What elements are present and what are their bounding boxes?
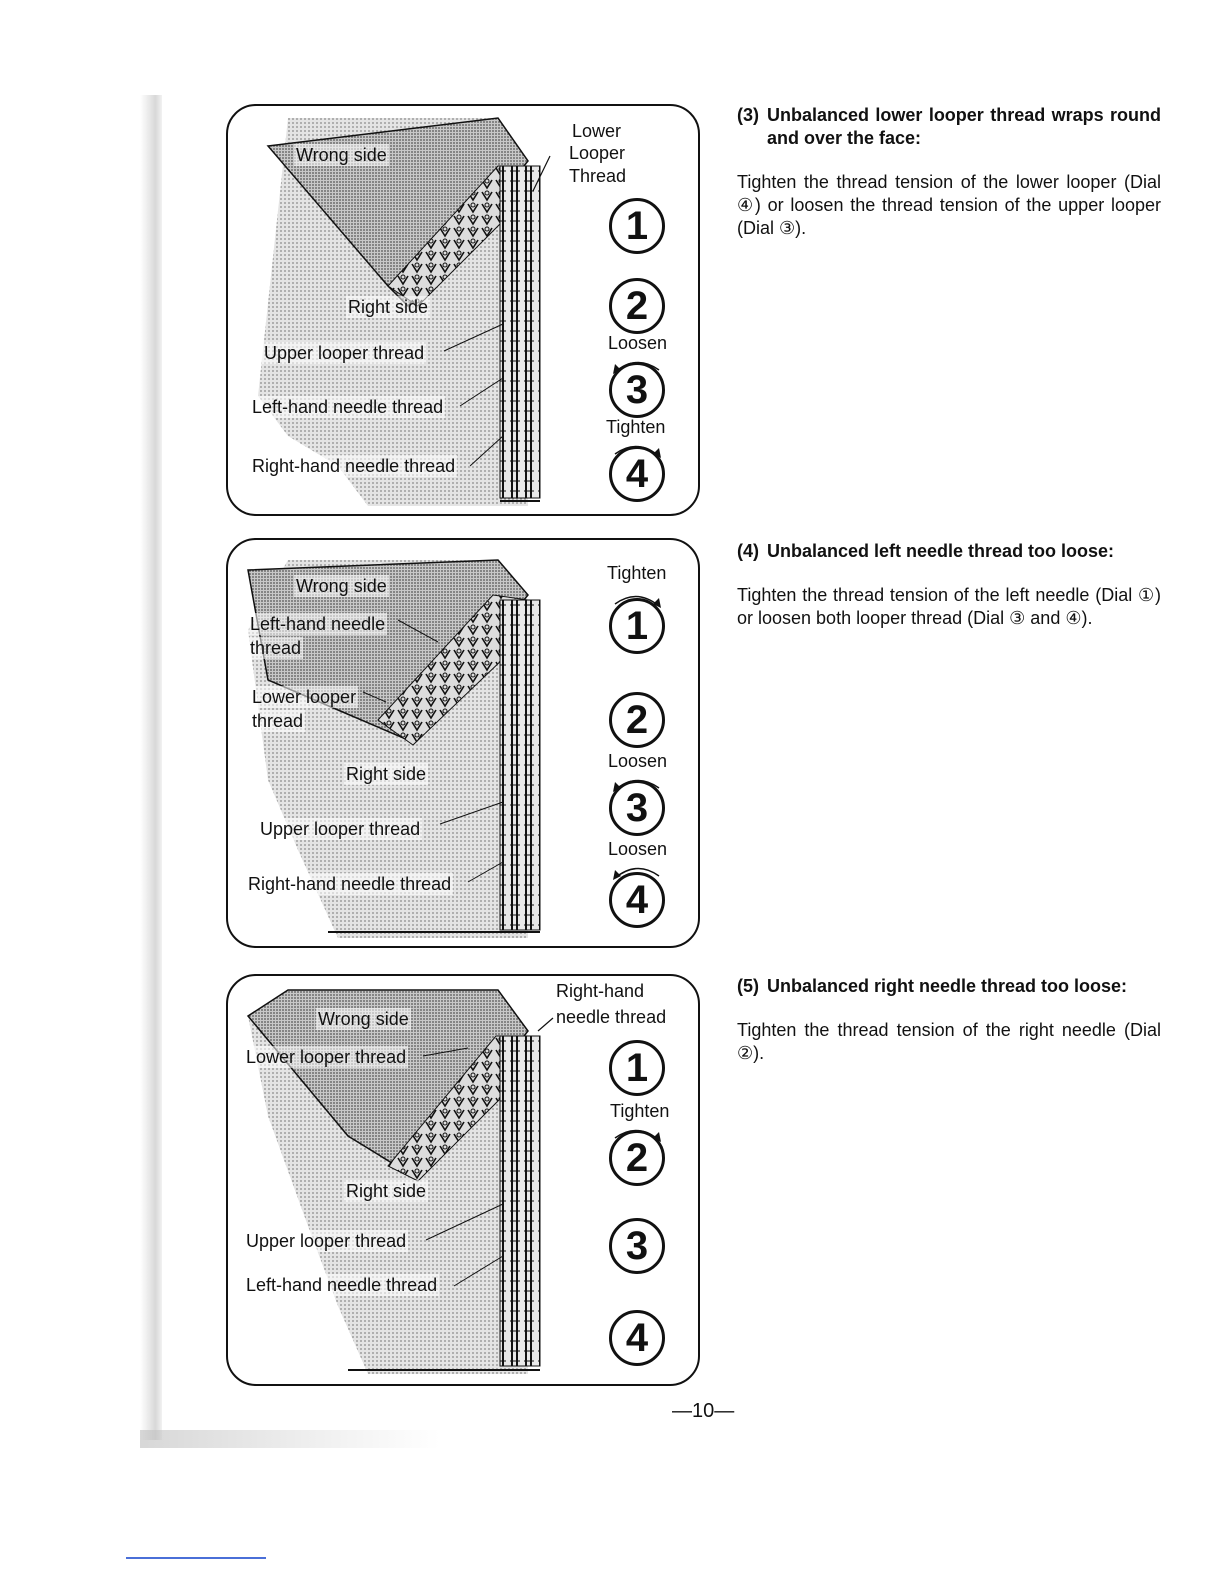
label-upper-looper-thread: Upper looper thread: [244, 1230, 408, 1252]
label-lower-looper-thread-1: Lower looper: [250, 686, 358, 708]
dial-1: 1: [609, 1040, 665, 1096]
dial-2: 2: [609, 1130, 665, 1186]
label-right-side: Right side: [344, 1180, 428, 1202]
dial-2: 2: [609, 278, 665, 334]
section-body: Tighten the thread tension of the right …: [737, 1019, 1161, 1065]
dial-2-adjust-label: Tighten: [610, 1100, 669, 1122]
section-heading-text: Unbalanced lower looper thread wraps rou…: [767, 104, 1161, 150]
section-number: (5): [737, 975, 767, 998]
dial-4-adjust-label: Loosen: [608, 838, 667, 860]
section-4: (4) Unbalanced left needle thread too lo…: [737, 540, 1161, 630]
label-wrong-side: Wrong side: [294, 575, 389, 597]
dial-3: 3: [609, 362, 665, 418]
dial-1: 1: [609, 198, 665, 254]
label-upper-looper-thread: Upper looper thread: [262, 342, 426, 364]
label-left-needle-thread-2: thread: [248, 637, 303, 659]
label-wrong-side: Wrong side: [316, 1008, 411, 1030]
label-upper-looper-thread: Upper looper thread: [258, 818, 422, 840]
section-5: (5) Unbalanced right needle thread too l…: [737, 975, 1161, 1065]
section-heading: (4) Unbalanced left needle thread too lo…: [737, 540, 1161, 563]
label-right-needle-thread: Right-hand needle thread: [246, 873, 453, 895]
footer-rule: [126, 1557, 266, 1559]
section-body: Tighten the thread tension of the left n…: [737, 584, 1161, 630]
dial-1-adjust-label: Tighten: [607, 562, 666, 584]
dial-2: 2: [609, 692, 665, 748]
label-lower-looper-thread: Lower looper thread: [244, 1046, 408, 1068]
label-lower-looper-thread-1: Lower: [572, 120, 621, 142]
dial-3-adjust-label: Loosen: [608, 332, 667, 354]
section-heading-text: Unbalanced left needle thread too loose:: [767, 540, 1161, 563]
label-right-side: Right side: [346, 296, 430, 318]
binding-shadow-foot: [140, 1430, 440, 1448]
section-3: (3) Unbalanced lower looper thread wraps…: [737, 104, 1161, 240]
dial-3-adjust-label: Loosen: [608, 750, 667, 772]
dial-4: 4: [609, 446, 665, 502]
section-number: (4): [737, 540, 767, 563]
dial-4-adjust-label: Tighten: [606, 416, 665, 438]
label-lower-looper-thread-3: Thread: [569, 165, 626, 187]
section-heading: (3) Unbalanced lower looper thread wraps…: [737, 104, 1161, 150]
label-left-needle-thread: Left-hand needle thread: [244, 1274, 439, 1296]
diagram-panel-4: Wrong side Left-hand needle thread Lower…: [226, 538, 700, 948]
dial-4: 4: [609, 872, 665, 928]
label-lower-looper-thread-2: thread: [250, 710, 305, 732]
page-number: —10—: [672, 1400, 734, 1423]
section-heading: (5) Unbalanced right needle thread too l…: [737, 975, 1161, 998]
section-heading-text: Unbalanced right needle thread too loose…: [767, 975, 1161, 998]
binding-shadow: [140, 95, 162, 1440]
label-right-needle-thread-2: needle thread: [556, 1006, 666, 1028]
label-right-needle-thread-1: Right-hand: [556, 980, 644, 1002]
section-number: (3): [737, 104, 767, 150]
diagram-panel-3: Wrong side Right side Upper looper threa…: [226, 104, 700, 516]
label-right-needle-thread: Right-hand needle thread: [250, 455, 457, 477]
label-left-needle-thread: Left-hand needle thread: [250, 396, 445, 418]
dial-1: 1: [609, 598, 665, 654]
diagram-panel-5: Wrong side Lower looper thread Right sid…: [226, 974, 700, 1386]
dial-3: 3: [609, 1218, 665, 1274]
section-body: Tighten the thread tension of the lower …: [737, 171, 1161, 240]
label-wrong-side: Wrong side: [294, 144, 389, 166]
label-lower-looper-thread-2: Looper: [569, 142, 625, 164]
label-right-side: Right side: [344, 763, 428, 785]
dial-4: 4: [609, 1310, 665, 1366]
dial-3: 3: [609, 780, 665, 836]
label-left-needle-thread-1: Left-hand needle: [248, 613, 387, 635]
